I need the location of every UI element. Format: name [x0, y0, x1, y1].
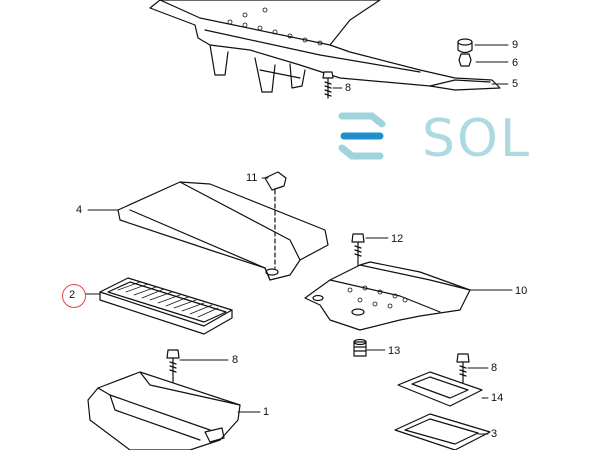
callout-1: 1 — [263, 406, 270, 418]
gasket-frame-part — [397, 371, 483, 407]
filter-part — [99, 277, 233, 335]
cowl-panel-part — [149, 0, 501, 93]
callout-4: 4 — [76, 204, 83, 216]
callout-8-middle: 8 — [232, 354, 239, 366]
callout-14: 14 — [491, 392, 504, 404]
cap-part — [457, 38, 473, 54]
callout-10: 10 — [515, 285, 528, 297]
callout-11: 11 — [246, 172, 258, 184]
nut-part — [458, 53, 472, 67]
leader-lines — [85, 44, 513, 435]
highlight-circle — [62, 284, 86, 308]
callout-2: 2 — [69, 289, 76, 301]
callout-6: 6 — [512, 57, 519, 69]
callout-9: 9 — [512, 39, 519, 51]
grommet-part — [353, 338, 367, 357]
callout-13: 13 — [388, 345, 401, 357]
upper-cover-part — [117, 181, 329, 281]
callout-12: 12 — [391, 233, 404, 245]
callout-8-right: 8 — [491, 362, 498, 374]
callout-5: 5 — [512, 78, 519, 90]
lower-tray-part — [304, 261, 471, 331]
housing-part — [87, 371, 241, 450]
watermark-logo: SOL — [332, 108, 562, 170]
clip-part — [264, 171, 287, 269]
seal-part — [394, 413, 491, 450]
logo-mark-icon — [338, 112, 386, 160]
bolt-part-top — [322, 71, 334, 99]
watermark-text: SOL — [422, 109, 531, 169]
callout-3: 3 — [491, 428, 498, 440]
callout-8-top: 8 — [345, 82, 352, 94]
